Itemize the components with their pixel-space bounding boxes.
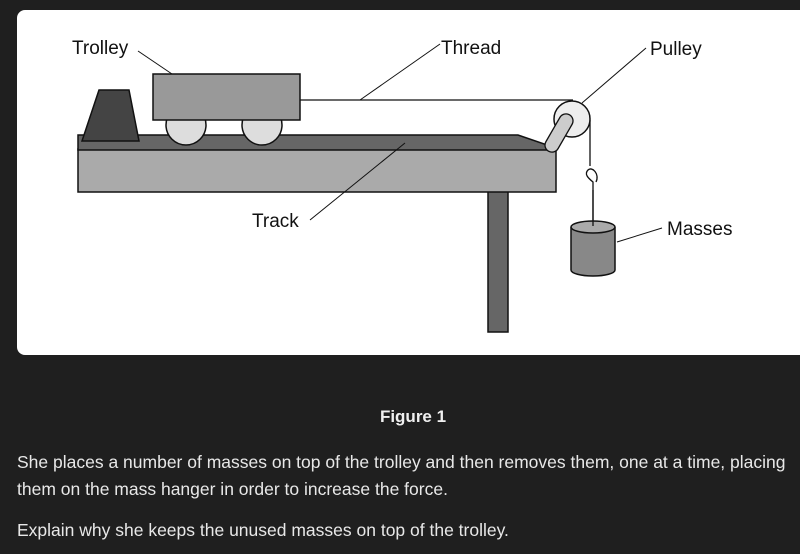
table-leg (487, 189, 509, 333)
label-pulley: Pulley (650, 39, 702, 60)
question: Explain why she keeps the unused masses … (17, 520, 509, 540)
end-stop (80, 89, 140, 142)
label-thread: Thread (441, 38, 501, 59)
figure-caption: Figure 1 (379, 407, 447, 426)
track (77, 134, 557, 151)
label-masses: Masses (667, 219, 732, 240)
masses (570, 227, 616, 277)
label-track: Track (252, 211, 299, 232)
mass-hanger-hook (585, 168, 598, 222)
trolley (152, 73, 301, 121)
pulley-clamp (544, 113, 574, 153)
label-trolley: Trolley (72, 38, 129, 59)
paragraph: She places a number of masses on top of … (17, 452, 786, 499)
thread-leader (359, 43, 441, 101)
trolley-leader (137, 50, 173, 75)
table (77, 148, 557, 193)
masses-leader (616, 227, 663, 243)
pulley-leader (581, 47, 647, 104)
track-leader (309, 142, 406, 221)
